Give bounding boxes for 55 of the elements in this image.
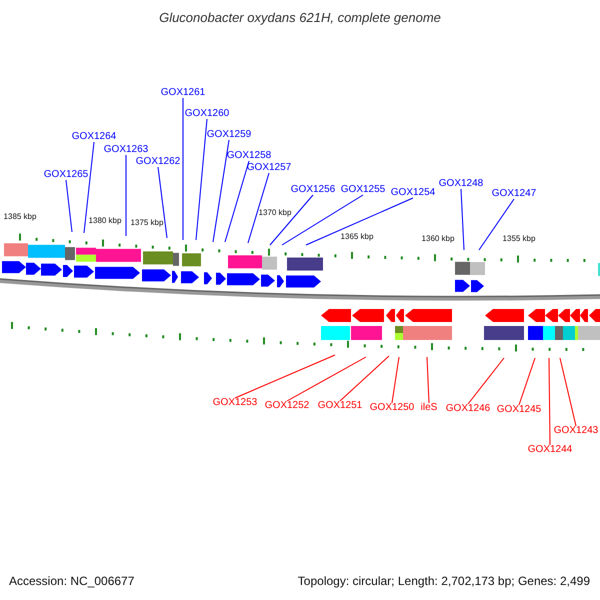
gene-label: GOX1248 xyxy=(438,179,484,189)
gene-label: GOX1243 xyxy=(554,426,598,436)
leader-line xyxy=(392,356,400,404)
leader-line xyxy=(224,160,250,242)
leader-line xyxy=(548,358,550,446)
accession-text: Accession: NC_006677 xyxy=(9,575,134,587)
leader-line xyxy=(340,356,390,402)
scale-label: 1385 kbp xyxy=(4,213,36,221)
scale-label: 1380 kbp xyxy=(88,217,122,225)
gene-label: GOX1260 xyxy=(184,109,230,119)
gene-label: GOX1254 xyxy=(390,188,436,198)
leader-line xyxy=(306,198,414,246)
gene-label: GOX1244 xyxy=(528,445,572,455)
scale-label: 1365 kbp xyxy=(340,233,374,241)
scale-label: 1355 kbp xyxy=(502,235,536,243)
gene-label: GOX1253 xyxy=(212,398,258,408)
gene-label: ileS xyxy=(420,403,438,413)
leader-line xyxy=(518,358,536,406)
gene-label: GOX1257 xyxy=(246,163,292,173)
scale-label: 1375 kbp xyxy=(130,219,164,227)
leader-line xyxy=(270,194,314,246)
gene-label: GOX1256 xyxy=(290,185,336,195)
leader-line xyxy=(234,354,336,398)
leader-line xyxy=(158,166,168,238)
gene-label: GOX1259 xyxy=(206,130,252,140)
leader-line xyxy=(282,194,364,246)
gene-label: GOX1265 xyxy=(44,170,88,180)
gene-label: GOX1250 xyxy=(370,403,414,413)
gene-label: GOX1258 xyxy=(226,151,272,161)
gene-label: GOX1255 xyxy=(340,185,386,195)
leader-line xyxy=(426,356,430,404)
chart-title: Gluconobacter oxydans 621H, complete genome xyxy=(158,11,442,24)
gene-label: GOX1246 xyxy=(446,404,490,414)
leader-line xyxy=(248,172,270,244)
gene-label: GOX1261 xyxy=(160,88,206,98)
leader-line xyxy=(478,198,514,250)
genome-info-text: Topology: circular; Length: 2,702,173 bp; Genes: 2,499 xyxy=(298,575,590,587)
scale-label: 1370 kbp xyxy=(258,209,292,217)
leader-line xyxy=(196,118,208,240)
gene-label: GOX1263 xyxy=(104,145,148,155)
leader-line xyxy=(560,358,576,426)
gene-label: GOX1251 xyxy=(318,401,362,411)
leader-line xyxy=(212,140,230,242)
scale-label: 1360 kbp xyxy=(422,235,454,243)
leader-line xyxy=(460,188,464,250)
gene-label: GOX1247 xyxy=(492,189,536,199)
gene-label: GOX1252 xyxy=(264,401,310,411)
leader-line xyxy=(182,98,184,240)
leader-line xyxy=(286,356,366,402)
leader-line xyxy=(84,142,94,234)
gene-label: GOX1262 xyxy=(136,157,180,167)
gene-label: GOX1245 xyxy=(496,405,542,415)
leader-line xyxy=(66,180,72,232)
gene-label: GOX1264 xyxy=(72,132,116,142)
leader-line xyxy=(468,358,504,404)
